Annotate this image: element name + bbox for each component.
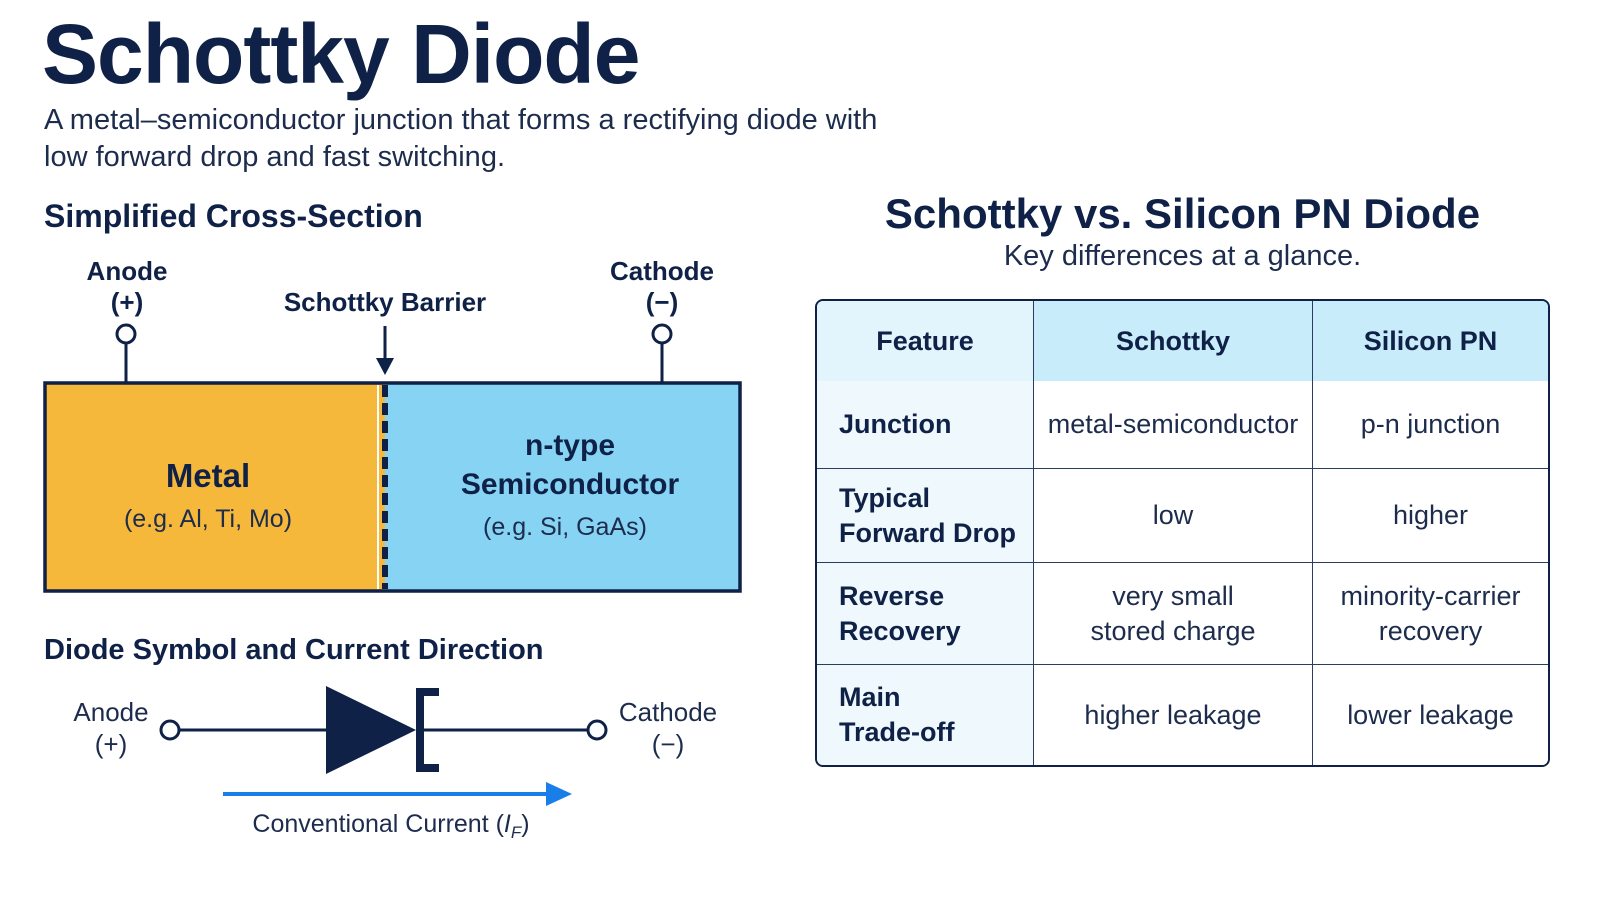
cell-text: Main [839,682,901,712]
symbol-cathode-label: Cathode [619,697,717,727]
current-label: Conventional Current (IF) [252,810,529,842]
header-silicon-pn: Silicon PN [1313,301,1548,381]
header-feature: Feature [817,301,1034,381]
cell-feature: Junction [817,381,1034,469]
cell-text: minority-carrier [1340,580,1521,611]
symbol-cathode-terminal [586,719,608,741]
symbol-anode-label: Anode [73,697,148,727]
cell-text: Reverse [839,580,945,611]
metal-region [45,383,385,591]
cell-silicon-pn: p-n junction [1313,381,1548,469]
anode-terminal [115,323,137,345]
cell-schottky: very small stored charge [1034,563,1313,665]
cathode-sign: (−) [646,287,679,317]
cell-text: higher leakage [1084,699,1262,730]
symbol-anode-terminal [159,719,181,741]
cell-silicon-pn: lower leakage [1313,665,1548,765]
diode-symbol-heading: Diode Symbol and Current Direction [44,634,544,666]
semiconductor-label-line1: n-type [525,429,615,462]
cross-section-diagram: Anode (+) Cathode (−) Schottky Barrier M… [43,256,742,593]
anode-sign: (+) [111,287,144,317]
page-subtitle: A metal–semiconductor junction that form… [44,104,878,173]
anode-label: Anode [87,256,168,286]
comparison-subtitle: Key differences at a glance. [1003,240,1362,272]
table-row: Junction metal-semiconductor p-n junction [817,381,1548,469]
metal-label: Metal [166,457,250,494]
cell-schottky: higher leakage [1034,665,1313,765]
cell-text: p-n junction [1360,409,1501,439]
symbol-cathode-sign: (−) [652,729,685,759]
symbol-anode-sign: (+) [95,729,128,759]
cell-text: Recovery [839,615,961,646]
cell-text: recovery [1378,615,1483,646]
cell-silicon-pn: minority-carrier recovery [1313,563,1548,665]
cell-text: Forward Drop [839,517,1017,548]
diode-triangle [326,686,416,774]
semiconductor-region [385,383,740,591]
header-schottky: Schottky [1034,301,1313,381]
cell-schottky: metal-semiconductor [1034,381,1313,469]
cell-text: Typical [839,482,931,513]
diode-symbol-diagram: Anode (+) Cathode (−) Conventional Curre… [73,686,717,842]
page-title: Schottky Diode [42,7,640,101]
schottky-barrier-label: Schottky Barrier [284,287,486,317]
table-header-row: Feature Schottky Silicon PN [817,301,1548,381]
comparison-table: Feature Schottky Silicon PN Junction meta… [815,299,1550,767]
cathode-label: Cathode [610,256,714,286]
metal-examples: (e.g. Al, Ti, Mo) [124,505,292,533]
cell-schottky: low [1034,469,1313,563]
cross-section-heading: Simplified Cross-Section [44,198,423,234]
cell-silicon-pn: higher [1313,469,1548,563]
current-arrow-head [546,782,572,806]
barrier-arrow-head [376,358,394,375]
cell-text: higher [1392,500,1469,530]
semiconductor-label-line2: Semiconductor [461,468,680,501]
cell-text: stored charge [1090,615,1256,646]
semiconductor-examples: (e.g. Si, GaAs) [483,513,647,541]
cell-text: low [1152,500,1194,530]
comparison-title: Schottky vs. Silicon PN Diode [884,190,1481,237]
cathode-terminal [651,323,673,345]
cell-text: very small [1112,580,1234,611]
cell-text: Junction [839,409,952,439]
cross-section-outline [43,381,742,593]
cell-text: Trade-off [839,717,955,747]
cell-text: lower leakage [1347,699,1514,730]
cell-text: metal-semiconductor [1047,409,1299,439]
